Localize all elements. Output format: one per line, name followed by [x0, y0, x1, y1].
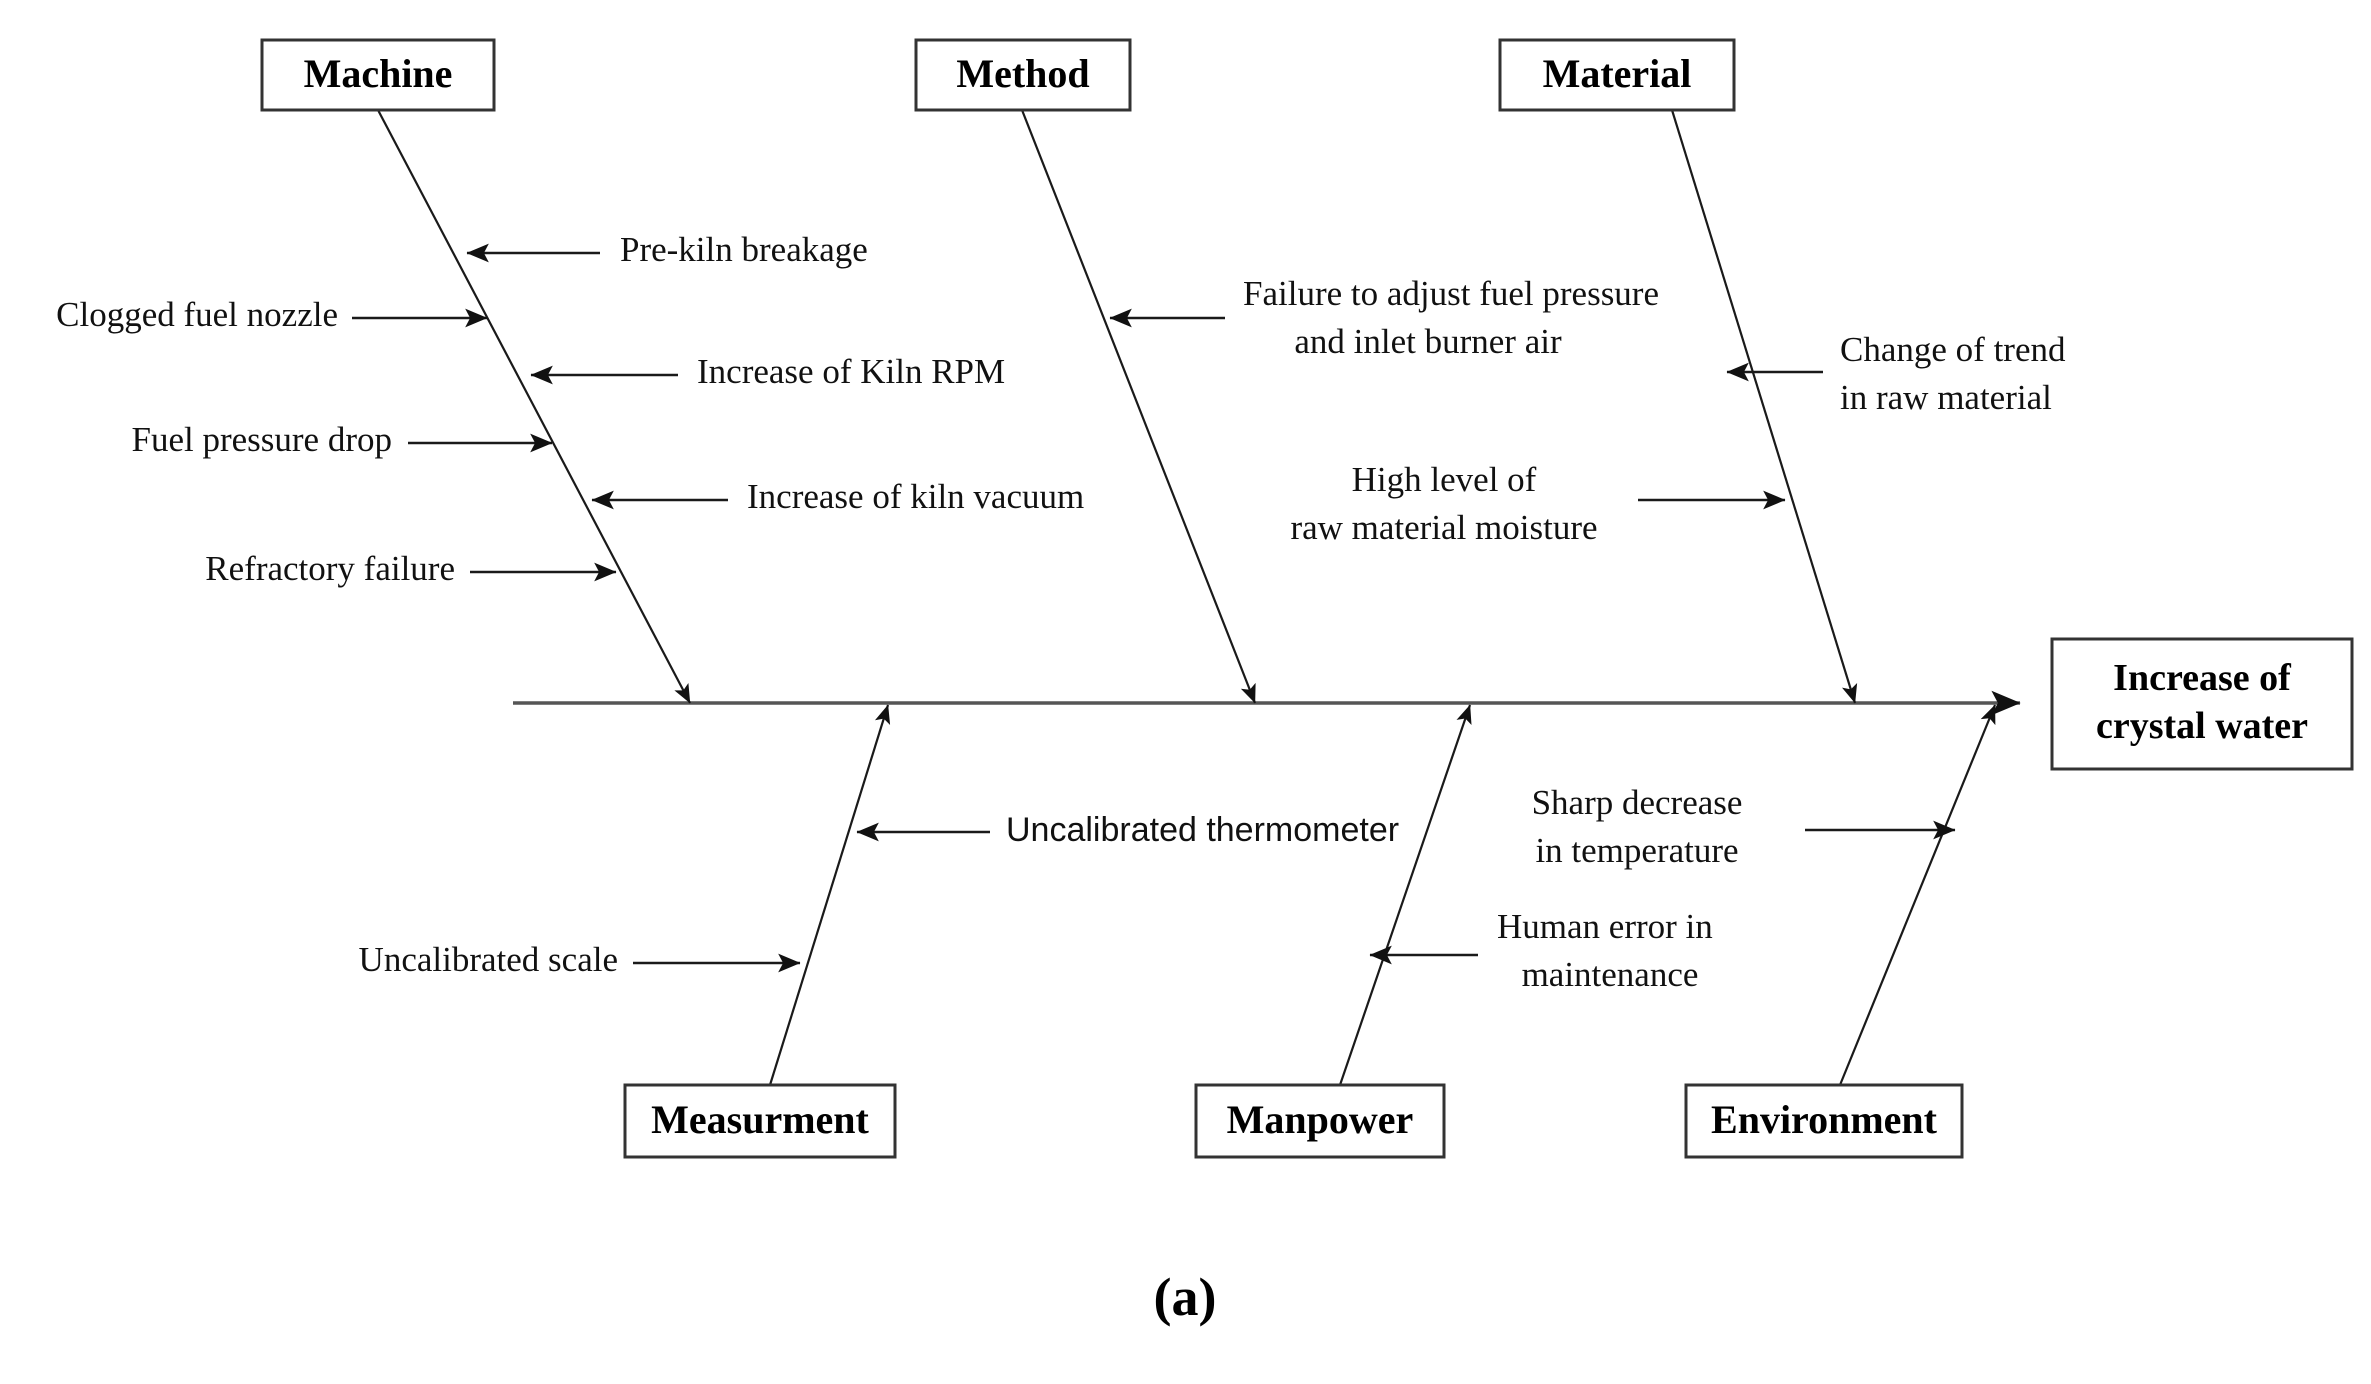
cause-refractory-failure: Refractory failure [205, 549, 455, 588]
category-box-environment[interactable]: Environment [1684, 1083, 1964, 1159]
cause-increase-of-kiln-rpm: Increase of Kiln RPM [697, 352, 1005, 391]
bone-measurement [768, 704, 891, 1086]
cause-sharp-decrease-line2: in temperature [1535, 831, 1738, 870]
cause-clogged-fuel-nozzle: Clogged fuel nozzle [56, 295, 338, 334]
category-label-environment: Environment [1711, 1097, 1938, 1142]
effect-label-line1: Increase of [2113, 657, 2292, 699]
category-box-method[interactable]: Method [914, 38, 1132, 112]
cause-change-of-trend-line1: Change of trend [1840, 330, 2066, 369]
category-box-material[interactable]: Material [1498, 38, 1736, 112]
effect-box[interactable]: Increase of crystal water [2050, 637, 2354, 771]
category-label-material: Material [1543, 51, 1692, 96]
cause-failure-adjust-fuel-pressure-line2: and inlet burner air [1294, 322, 1562, 361]
effect-label-line2: crystal water [2096, 705, 2308, 747]
cause-high-level-moisture-line2: raw material moisture [1290, 508, 1597, 547]
cause-uncalibrated-scale: Uncalibrated scale [359, 940, 618, 979]
category-box-machine[interactable]: Machine [260, 38, 496, 112]
cause-pre-kiln-breakage: Pre-kiln breakage [620, 230, 868, 269]
cause-increase-of-kiln-vacuum: Increase of kiln vacuum [747, 477, 1084, 516]
cause-human-error-line1: Human error in [1497, 907, 1713, 946]
cause-high-level-moisture-line1: High level of [1352, 460, 1537, 499]
figure-caption: (a) [1154, 1267, 1217, 1327]
category-label-machine: Machine [304, 51, 453, 96]
cause-failure-adjust-fuel-pressure-line1: Failure to adjust fuel pressure [1243, 274, 1659, 313]
cause-uncalibrated-thermometer: Uncalibrated thermometer [1006, 811, 1399, 849]
category-label-measurment: Measurment [651, 1097, 869, 1142]
cause-human-error-line2: maintenance [1522, 955, 1699, 994]
bone-machine [377, 109, 691, 704]
category-box-measurment[interactable]: Measurment [623, 1083, 897, 1159]
category-box-manpower[interactable]: Manpower [1194, 1083, 1446, 1159]
cause-change-of-trend-line2: in raw material [1840, 378, 2052, 417]
category-label-manpower: Manpower [1227, 1097, 1414, 1142]
bone-material [1670, 109, 1858, 704]
cause-fuel-pressure-drop: Fuel pressure drop [131, 420, 392, 459]
cause-sharp-decrease-line1: Sharp decrease [1532, 783, 1743, 822]
bone-manpower [1338, 704, 1472, 1086]
bone-environment [1838, 704, 1997, 1086]
bone-method [1020, 109, 1257, 704]
category-label-method: Method [956, 51, 1089, 96]
